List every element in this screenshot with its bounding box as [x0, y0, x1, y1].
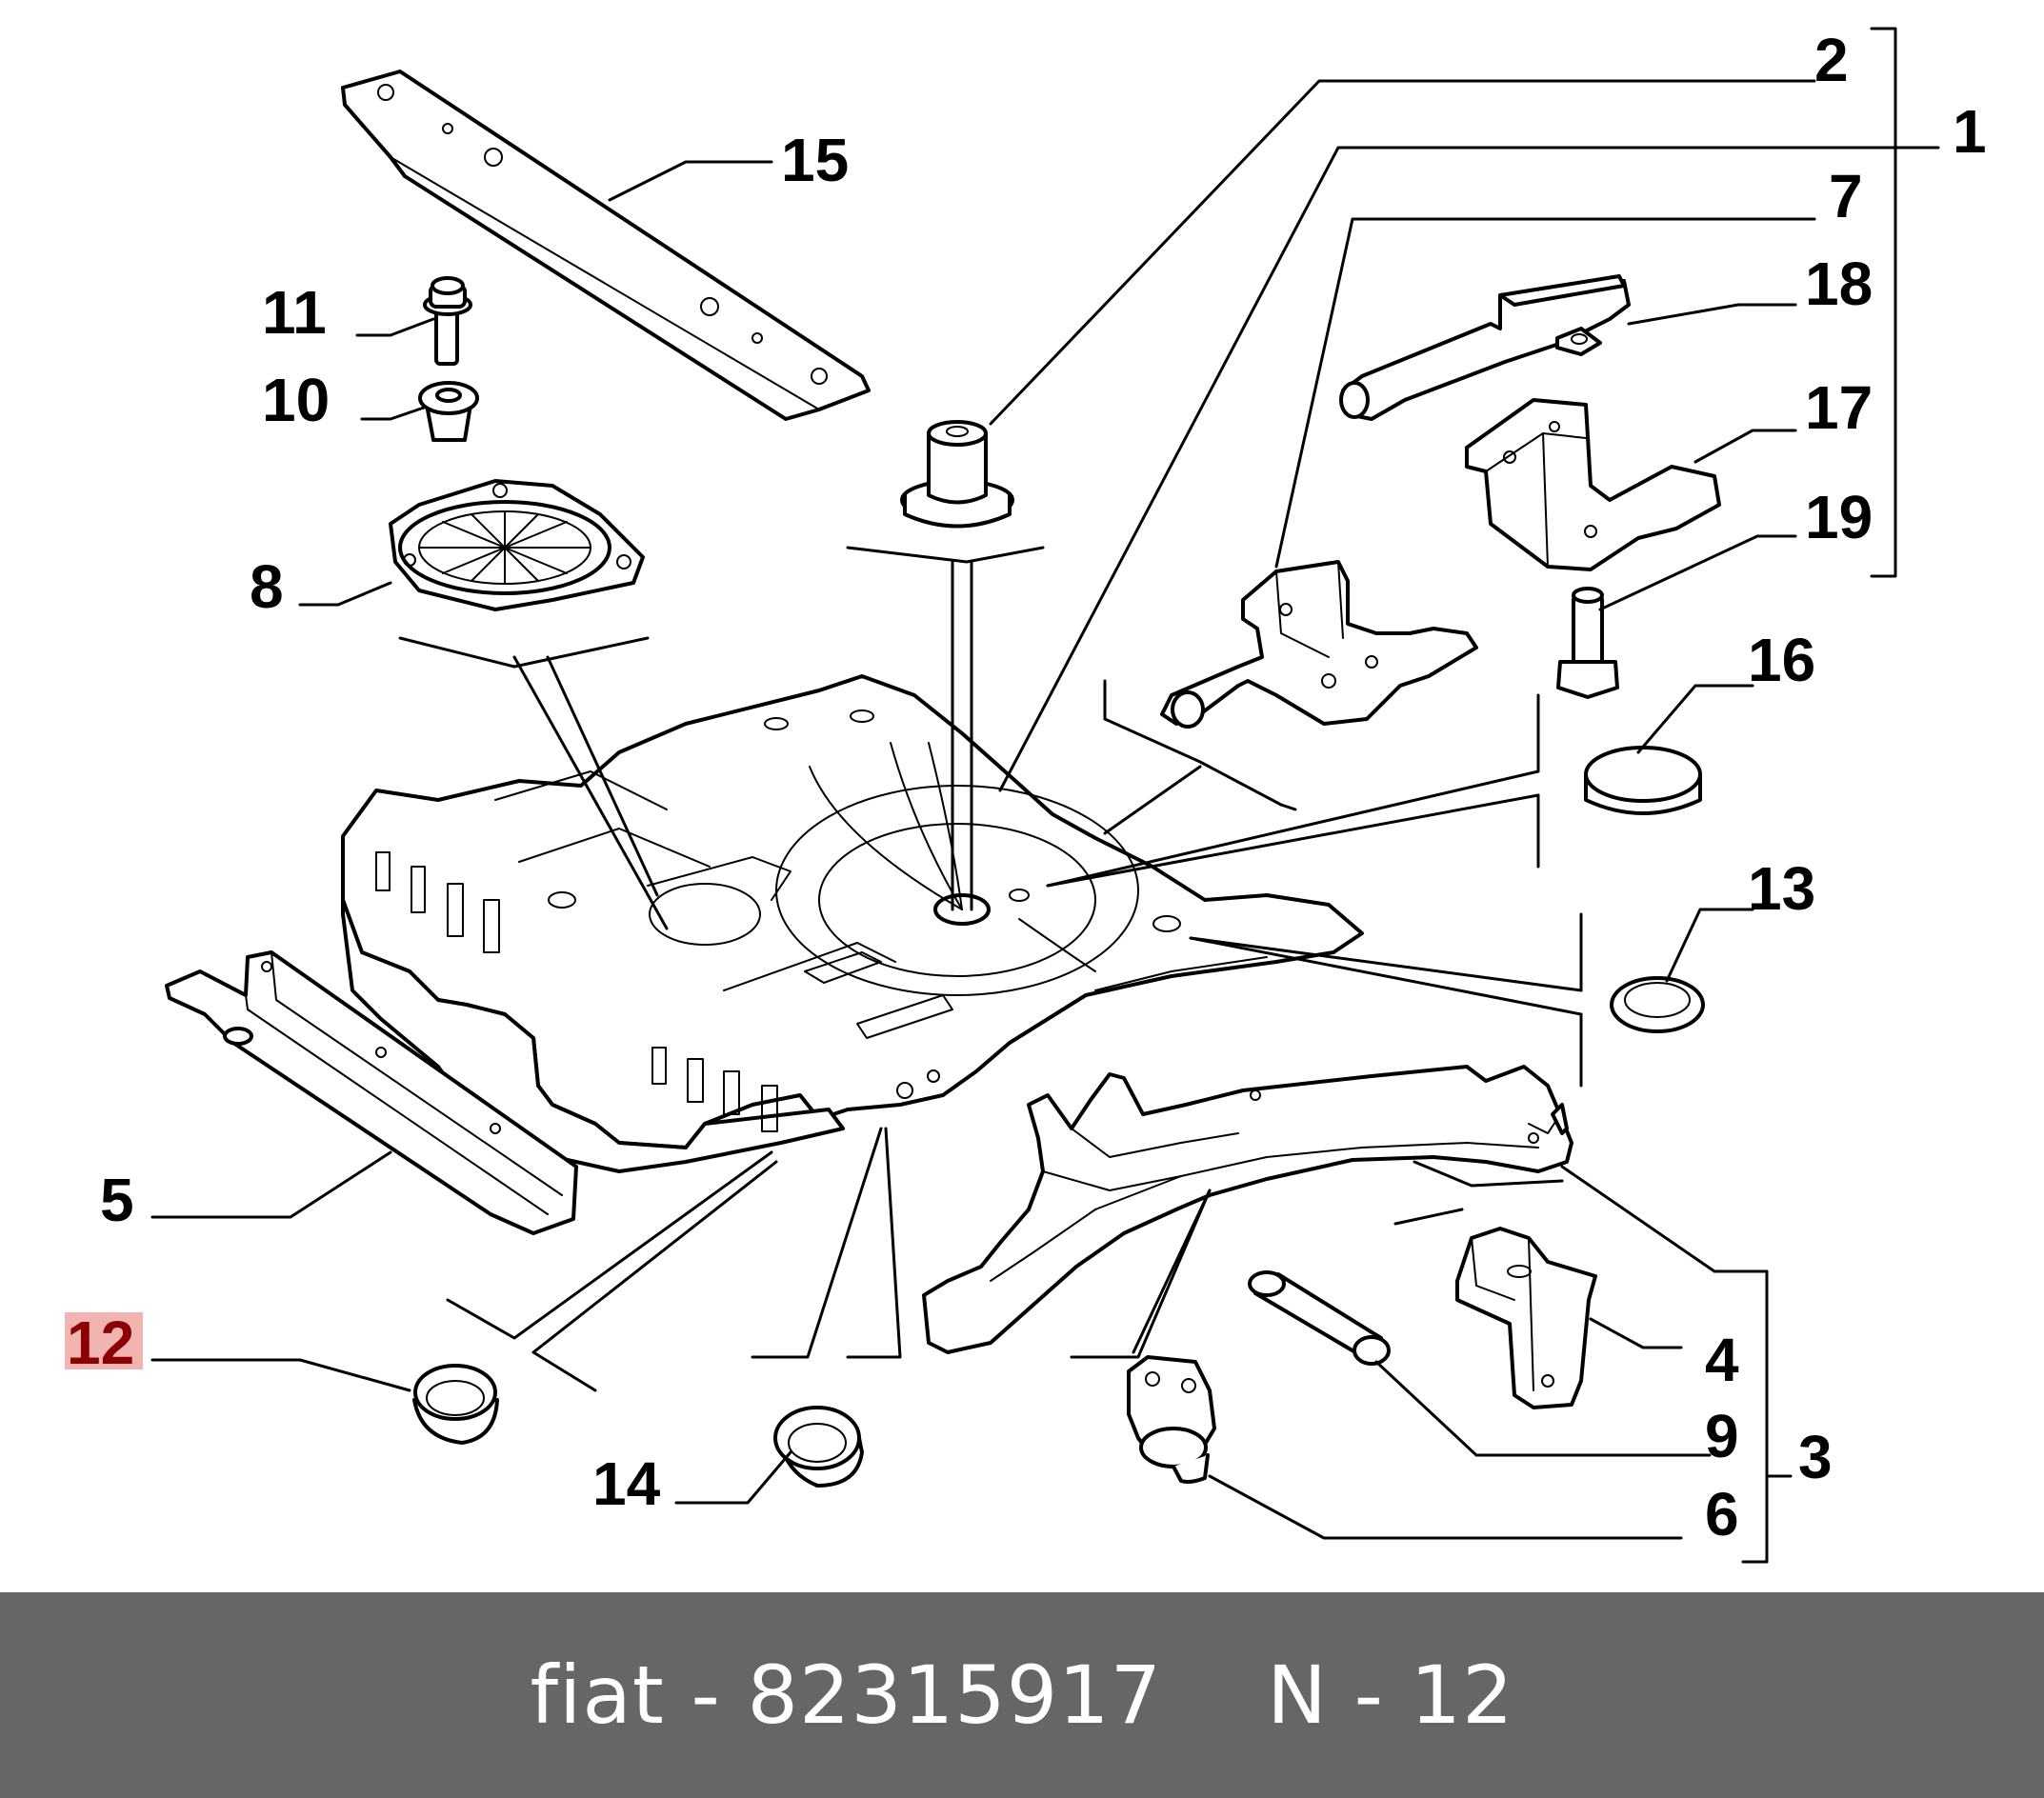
- callout-19: 19: [1805, 483, 1873, 551]
- part-6-mounting-plate: [1127, 1355, 1216, 1484]
- callout-10: 10: [262, 366, 330, 434]
- part-5-side-rail: [165, 950, 578, 1235]
- callout-9: 9: [1705, 1402, 1739, 1470]
- part-4-bracket: [1455, 1227, 1597, 1409]
- callout-6: 6: [1705, 1480, 1739, 1548]
- part-13-grommet: [1610, 976, 1705, 1033]
- callout-18: 18: [1805, 250, 1873, 318]
- callout-13: 13: [1748, 854, 1815, 923]
- footer-reference: N - 12: [1267, 1648, 1514, 1742]
- callout-17: 17: [1805, 373, 1873, 442]
- part-7-jack-bracket: [1160, 560, 1478, 729]
- callout-11: 11: [262, 278, 327, 347]
- part-15-crossmember: [341, 70, 871, 421]
- part-10-bushing: [418, 381, 479, 442]
- leader-lines: [150, 27, 1940, 1564]
- callout-15: 15: [781, 126, 849, 194]
- exploded-parts-diagram: 2 1 7 18 17 19 16 13 15 11 10 8 5 12 14 …: [65, 26, 1987, 1564]
- footer-part-number: fiat - 82315917: [530, 1648, 1163, 1742]
- part-8-grille-plate: [389, 479, 645, 611]
- callout-8: 8: [250, 552, 284, 621]
- part-12-grommet: [412, 1364, 499, 1445]
- callout-4: 4: [1705, 1326, 1739, 1394]
- part-16-cap: [1584, 746, 1702, 815]
- callout-5: 5: [100, 1166, 134, 1234]
- callout-labels: 2 1 7 18 17 19 16 13 15 11 10 8 5 12 14 …: [65, 26, 1987, 1548]
- part-9-spacer-tube: [1248, 1270, 1391, 1366]
- part-3-rear-subframe: [922, 1065, 1573, 1354]
- part-14-grommet: [773, 1406, 864, 1488]
- callout-3: 3: [1798, 1423, 1833, 1491]
- callout-2: 2: [1814, 26, 1849, 94]
- part-17-bracket: [1465, 398, 1721, 571]
- callout-12: 12: [67, 1309, 134, 1377]
- callout-1: 1: [1953, 97, 1987, 166]
- callout-12-highlight: [65, 1312, 143, 1369]
- part-18-bracket-with-nut: [1339, 274, 1631, 421]
- part-11-bolt: [423, 276, 472, 366]
- part-19-bolt: [1556, 587, 1619, 699]
- footer-bar: fiat - 82315917 N - 12: [0, 1592, 2044, 1798]
- callout-7: 7: [1829, 162, 1863, 230]
- callout-14: 14: [592, 1449, 661, 1518]
- part-2-rubber-mount: [900, 420, 1014, 529]
- callout-16: 16: [1748, 626, 1815, 694]
